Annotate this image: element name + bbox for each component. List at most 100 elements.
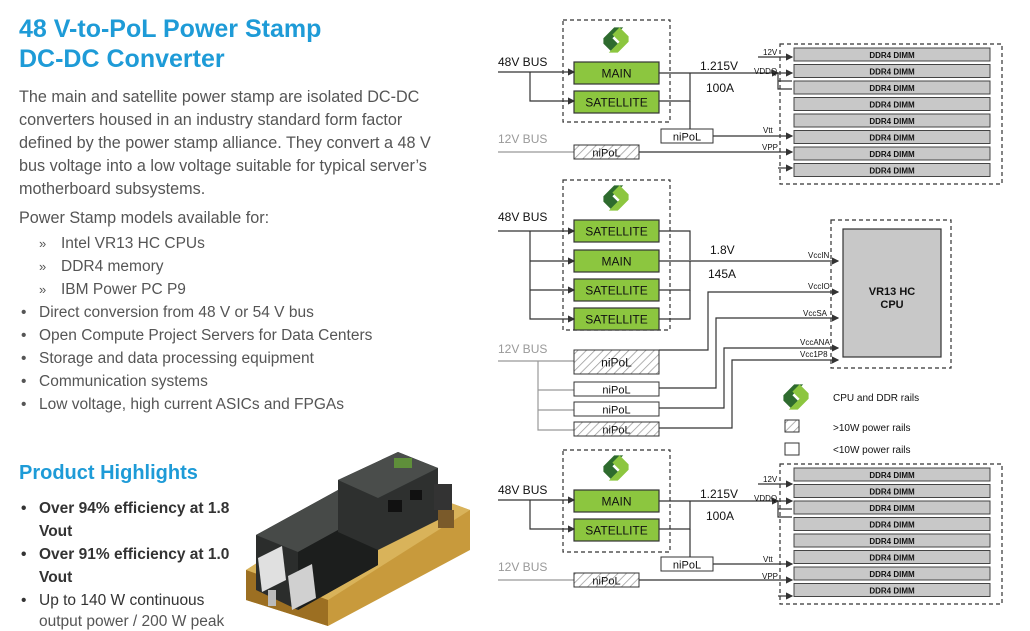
dimm-label: DDR4 DIMM — [869, 134, 915, 143]
dimm-label: DDR4 DIMM — [869, 471, 915, 480]
nipol-box — [573, 381, 660, 397]
title-line-2: DC-DC Converter — [19, 45, 225, 73]
chevron-marker-icon: » — [39, 236, 47, 251]
power-stamp-logo-icon — [603, 27, 629, 53]
bullet-item-label: Direct conversion from 48 V or 54 V bus — [39, 304, 314, 321]
diagram-label: <10W power rails — [833, 445, 911, 456]
dimm-box — [793, 583, 991, 597]
chevron-marker-icon: » — [39, 259, 47, 274]
wire-line — [659, 314, 840, 389]
highlight-item: •Over 94% efficiency at 1.8 Vout — [19, 497, 239, 543]
diagram-label: CPU and DDR rails — [833, 393, 919, 404]
nipol-label: niPoL — [602, 385, 630, 397]
nipol-label: niPoL — [602, 405, 630, 417]
bullet-icon: • — [21, 304, 27, 321]
nipol-label: niPoL — [592, 148, 620, 160]
dimm-box — [793, 97, 991, 111]
dimm-box — [793, 113, 991, 128]
module-label: SATELLITE — [585, 96, 647, 110]
bullet-icon: • — [21, 592, 27, 609]
highlights-heading: Product Highlights — [19, 462, 198, 484]
module-label: MAIN — [602, 495, 632, 509]
diagram-label: VDDQ — [754, 494, 777, 503]
wire-line — [659, 73, 691, 102]
model-item: »IBM Power PC P9 — [19, 278, 372, 301]
intro-paragraph: The main and satellite power stamp are i… — [19, 88, 431, 198]
power-stamp-logo-icon — [603, 455, 629, 481]
bus-48v-label: 48V BUS — [498, 210, 547, 224]
module-label: SATELLITE — [585, 225, 647, 239]
model-item: » Intel VR13 HC CPUs — [19, 232, 372, 255]
bullet-icon: • — [21, 373, 27, 390]
wire-line — [777, 501, 792, 518]
bullet-item-label: Low voltage, high current ASICs and FPGA… — [39, 396, 344, 413]
bus-12v-label: 12V BUS — [498, 342, 547, 356]
model-item-label: DDR4 memory — [61, 258, 164, 275]
chevron-marker-icon: » — [39, 282, 47, 297]
diagram-label: >10W power rails — [833, 423, 911, 434]
bus-48v-label: 48V BUS — [498, 483, 547, 497]
cpu-box — [842, 228, 942, 358]
dimm-group — [779, 43, 1003, 185]
dimm-box — [793, 146, 991, 161]
bullet-item: •Communication systems — [19, 370, 372, 393]
bullet-item-label: Storage and data processing equipment — [39, 350, 314, 367]
wire-line — [659, 501, 691, 530]
wire-line — [659, 261, 691, 291]
power-stamp-product-photo — [246, 452, 470, 626]
diagram-label: VccANA — [800, 338, 830, 347]
bullet-item: •Storage and data processing equipment — [19, 347, 372, 370]
highlight-item: • Up to 140 W continuous — [19, 589, 239, 612]
dimm-box — [793, 517, 991, 531]
dimm-label: DDR4 DIMM — [869, 554, 915, 563]
module-label: SATELLITE — [585, 284, 647, 298]
dimm-label: DDR4 DIMM — [869, 521, 915, 530]
wire-line — [659, 290, 691, 320]
dimm-label: DDR4 DIMM — [869, 570, 915, 579]
nipol-box — [573, 349, 660, 375]
converter-group — [562, 19, 671, 123]
module-label: MAIN — [602, 255, 632, 269]
diagram-label: Vtt — [763, 126, 774, 135]
bus-48v-label: 48V BUS — [498, 55, 547, 69]
dimm-label: DDR4 DIMM — [869, 150, 915, 159]
cpu-label: CPU — [880, 299, 903, 311]
module-label: SATELLITE — [585, 524, 647, 538]
dimm-label: DDR4 DIMM — [869, 167, 915, 176]
diagram-label: VDDQ — [754, 67, 777, 76]
dimm-label: DDR4 DIMM — [869, 117, 915, 126]
dimm-box — [793, 80, 991, 95]
power-distribution-diagram: MAIN SATELLITE 48V BUS 1.215V 100A DDR4 DIMM D… — [498, 19, 1003, 605]
nipol-label: niPoL — [673, 132, 701, 144]
wire-line — [777, 73, 792, 90]
nipol-label: niPoL — [602, 425, 630, 437]
diagram-label: VPP — [762, 143, 778, 152]
dimm-box — [793, 533, 991, 548]
diagram-label: 12V — [763, 48, 778, 57]
nipol-label: niPoL — [673, 560, 701, 572]
title-line-1: 48 V-to-PoL Power Stamp — [19, 15, 322, 43]
text-column: 48 V-to-PoL Power Stamp DC-DC Converter … — [0, 0, 470, 630]
bus-12v-label: 12V BUS — [498, 132, 547, 146]
diagram-label: VccIN — [808, 251, 830, 260]
feature-list: » Intel VR13 HC CPUs » DDR4 memory »IBM Powe… — [19, 232, 372, 416]
diagram-label: 145A — [708, 267, 736, 281]
cpu-group — [830, 219, 952, 369]
diagram-label: 100A — [706, 81, 734, 95]
wire-line — [537, 361, 574, 431]
highlight-item-label: Over 94% efficiency at 1.8 Vout — [39, 500, 230, 540]
diagram-label: VPP — [762, 572, 778, 581]
bullet-item: •Low voltage, high current ASICs and FPG… — [19, 393, 372, 416]
diagram-label: 100A — [706, 509, 734, 523]
power-stamp-logo-icon — [783, 384, 809, 410]
nipol-label: niPoL — [592, 576, 620, 588]
dimm-label: DDR4 DIMM — [869, 488, 915, 497]
highlight-item-label: Up to 140 W continuous — [39, 592, 205, 609]
page-title: 48 V-to-PoL Power Stamp DC-DC Converter — [19, 14, 321, 74]
dimm-box — [793, 484, 991, 498]
wire-line — [529, 72, 576, 105]
diagram-label: 1.215V — [700, 59, 738, 73]
model-item-label: Intel VR13 HC CPUs — [61, 235, 205, 252]
wire-line — [659, 288, 840, 351]
dimm-label: DDR4 DIMM — [869, 101, 915, 110]
